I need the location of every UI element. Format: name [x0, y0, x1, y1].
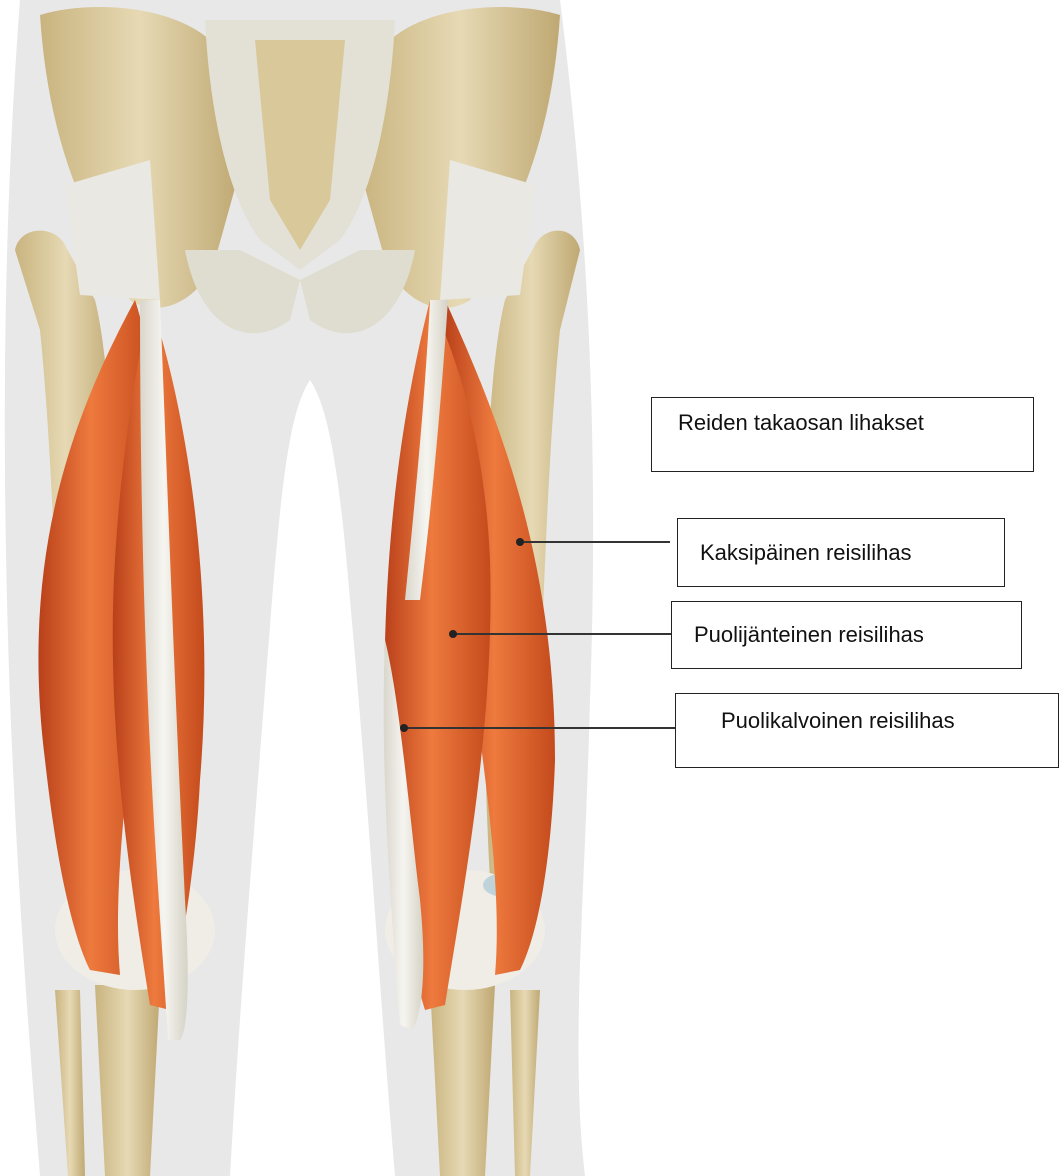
pointer-dot-semimembranosus	[400, 724, 408, 732]
title-label: Reiden takaosan lihakset	[678, 412, 924, 434]
pointer-dot-semitendinosus	[449, 630, 457, 638]
pointer-dot-biceps-femoris	[516, 538, 524, 546]
label-semimembranosus: Puolikalvoinen reisilihas	[721, 710, 955, 732]
label-biceps-femoris: Kaksipäinen reisilihas	[700, 542, 912, 564]
title-label-box: Reiden takaosan lihakset	[651, 397, 1034, 472]
label-box-biceps-femoris: Kaksipäinen reisilihas	[677, 518, 1005, 587]
label-box-semimembranosus: Puolikalvoinen reisilihas	[675, 693, 1059, 768]
label-semitendinosus: Puolijänteinen reisilihas	[694, 624, 924, 646]
label-box-semitendinosus: Puolijänteinen reisilihas	[671, 601, 1022, 669]
lower-leg-bones	[55, 985, 540, 1176]
knee-joints	[55, 870, 545, 990]
